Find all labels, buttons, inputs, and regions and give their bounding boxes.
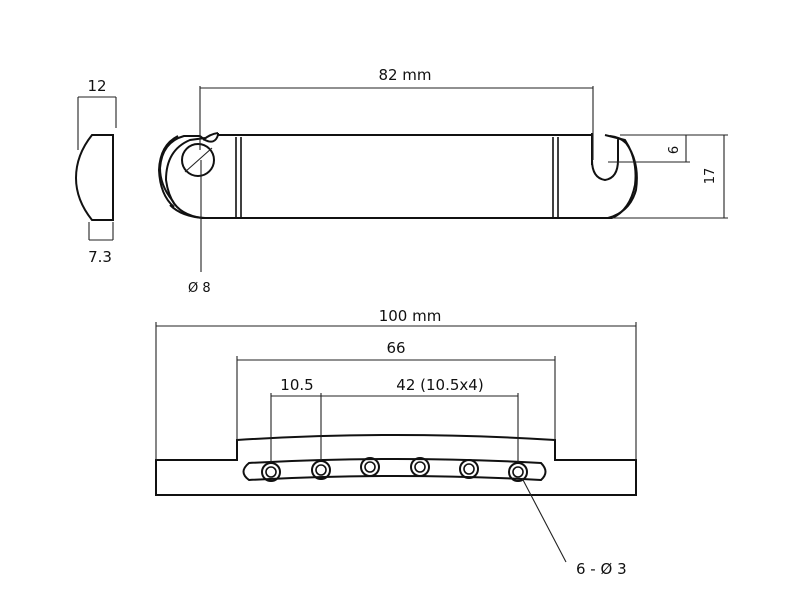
front-view: 6 - Ø 3 100 mm 66 10.5 42 (10.5x4)	[155, 307, 637, 578]
left-hook	[199, 134, 219, 143]
string-hole	[508, 462, 528, 482]
post-hole-diameter-line	[184, 147, 213, 173]
side-view-outline	[158, 132, 637, 219]
leader-string-holes	[521, 477, 567, 563]
string-hole-inner	[265, 466, 277, 478]
string-hole-inner	[512, 466, 524, 478]
string-hole-inner	[463, 463, 475, 475]
dim-label-post-hole: Ø 8	[188, 281, 211, 296]
dim-label-slot-height: 6	[667, 146, 682, 154]
dim-label-hole-spacing: 10.5	[280, 376, 313, 394]
string-hole-inner	[315, 464, 327, 476]
right-slot	[591, 135, 627, 182]
string-hole	[410, 457, 430, 477]
string-hole	[459, 459, 479, 479]
string-hole	[261, 462, 281, 482]
dim-label-top-length: 82 mm	[378, 66, 431, 84]
left-end	[157, 135, 179, 208]
post-hole	[181, 143, 215, 177]
end-profile-outline	[74, 134, 114, 221]
dim-label-string-holes: 6 - Ø 3	[576, 560, 627, 578]
dim-label-overall-length: 100 mm	[379, 307, 442, 325]
dim-label-hole-span: 42 (10.5x4)	[396, 376, 483, 394]
end-profile-view: 12 7.3	[74, 77, 117, 266]
string-hole	[311, 460, 331, 480]
dim-label-end-thickness: 7.3	[88, 248, 112, 266]
string-hole	[360, 457, 380, 477]
string-slot	[242, 458, 547, 482]
side-view: Ø 8 82 mm 6 17	[157, 66, 728, 296]
front-view-outline	[155, 434, 637, 496]
string-hole-inner	[364, 461, 376, 473]
dim-label-step-width: 66	[386, 339, 405, 357]
side-view-body	[164, 137, 206, 206]
bar-bottom-edge	[169, 135, 638, 219]
dim-label-end-width: 12	[87, 77, 106, 95]
string-hole-inner	[414, 461, 426, 473]
string-holes	[261, 457, 528, 482]
dim-label-overall-height: 17	[703, 168, 718, 185]
